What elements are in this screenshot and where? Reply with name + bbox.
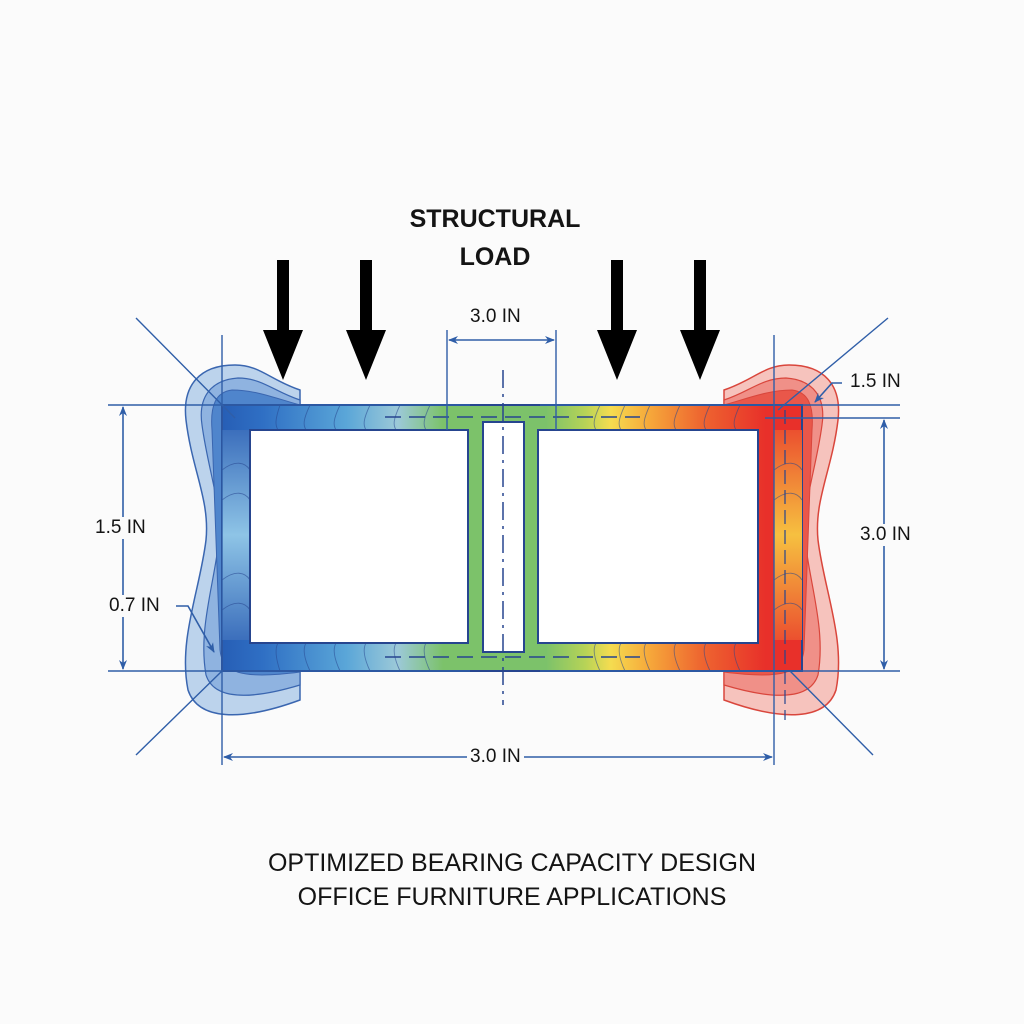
caption-line-1: OPTIMIZED BEARING CAPACITY DESIGN xyxy=(267,849,757,877)
left-corner-label: 0.7 IN xyxy=(106,595,163,617)
stress-contours xyxy=(221,404,803,672)
down-arrow-icon xyxy=(263,260,303,380)
right-height-label: 3.0 IN xyxy=(857,524,914,546)
title-line-1: STRUCTURAL xyxy=(409,205,581,233)
bottom-width-label: 3.0 IN xyxy=(467,746,524,768)
diagram-title: STRUCTURAL LOAD xyxy=(380,200,610,276)
left-cell xyxy=(249,429,469,644)
down-arrow-icon xyxy=(346,260,386,380)
right-top-leader xyxy=(814,382,842,403)
right-cell xyxy=(537,429,759,644)
caption: OPTIMIZED BEARING CAPACITY DESIGN OFFICE… xyxy=(0,846,1024,914)
title-line-2: LOAD xyxy=(459,243,531,271)
down-arrow-icon xyxy=(597,260,637,380)
caption-line-2: OFFICE FURNITURE APPLICATIONS xyxy=(297,883,727,911)
top-gap-label: 3.0 IN xyxy=(467,306,524,328)
left-corner-leader xyxy=(176,605,215,653)
load-arrows xyxy=(263,260,720,380)
construction-lines xyxy=(108,317,900,765)
left-height-label: 1.5 IN xyxy=(92,517,149,539)
right-top-label: 1.5 IN xyxy=(847,371,904,393)
down-arrow-icon xyxy=(680,260,720,380)
